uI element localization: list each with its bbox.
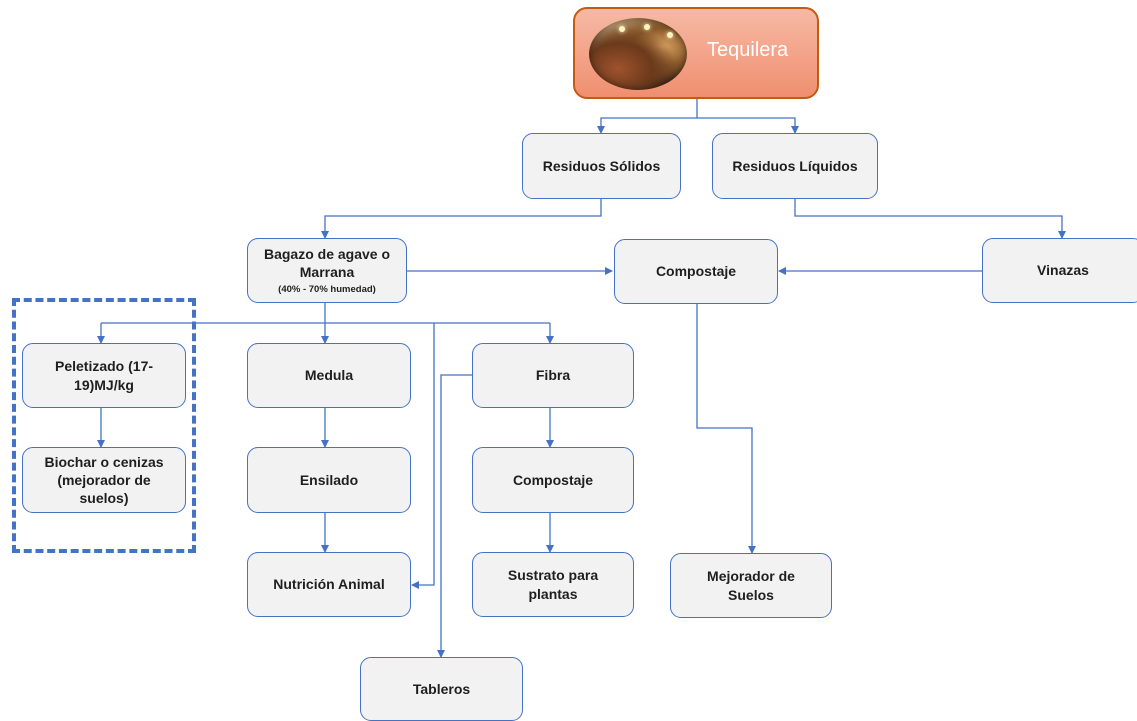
tequilera-label: Tequilera xyxy=(707,39,789,61)
nutricion-animal-label: Nutrición Animal xyxy=(273,576,385,593)
residuos-liquidos-node: Residuos Líquidos xyxy=(712,133,878,199)
bagazo-label: Bagazo de agave o Marrana xyxy=(263,245,391,280)
peletizado-label: Peletizado (17-19)MJ/kg xyxy=(54,358,154,393)
residuos-solidos-node: Residuos Sólidos xyxy=(522,133,681,199)
vinazas-node: Vinazas xyxy=(982,238,1137,303)
nutricion-animal-node: Nutrición Animal xyxy=(247,552,411,617)
tableros-node: Tableros xyxy=(360,657,523,721)
bagazo-humidity-note: (40% - 70% humedad) xyxy=(278,284,376,296)
biochar-node: Biochar o cenizas (mejorador de suelos) xyxy=(22,447,186,513)
medula-label: Medula xyxy=(304,367,354,384)
sustrato-label: Sustrato para plantas xyxy=(507,567,599,602)
peletizado-node: Peletizado (17-19)MJ/kg xyxy=(22,343,186,408)
mejorador-label: Mejorador de Suelos xyxy=(707,568,795,603)
mejorador-node: Mejorador de Suelos xyxy=(670,553,832,618)
fibra-node: Fibra xyxy=(472,343,634,408)
compostaje-main-node: Compostaje xyxy=(614,239,778,304)
tableros-label: Tableros xyxy=(412,680,471,697)
residuos-solidos-label: Residuos Sólidos xyxy=(542,157,661,174)
fibra-label: Fibra xyxy=(535,367,571,384)
compostaje-fibra-node: Compostaje xyxy=(472,447,634,513)
highlight-dashed-frame xyxy=(12,298,196,553)
tequilera-node: Tequilera xyxy=(573,7,819,99)
bagazo-node: Bagazo de agave o Marrana (40% - 70% hum… xyxy=(247,238,407,303)
compostaje-fibra-label: Compostaje xyxy=(512,471,594,488)
compostaje-main-label: Compostaje xyxy=(655,263,737,280)
medula-node: Medula xyxy=(247,343,411,408)
biochar-label: Biochar o cenizas (mejorador de suelos) xyxy=(44,453,164,507)
sustrato-node: Sustrato para plantas xyxy=(472,552,634,617)
vinazas-label: Vinazas xyxy=(1037,262,1089,279)
distillery-photo xyxy=(589,18,687,90)
ensilado-label: Ensilado xyxy=(299,471,359,488)
residuos-liquidos-label: Residuos Líquidos xyxy=(732,157,858,174)
ensilado-node: Ensilado xyxy=(247,447,411,513)
